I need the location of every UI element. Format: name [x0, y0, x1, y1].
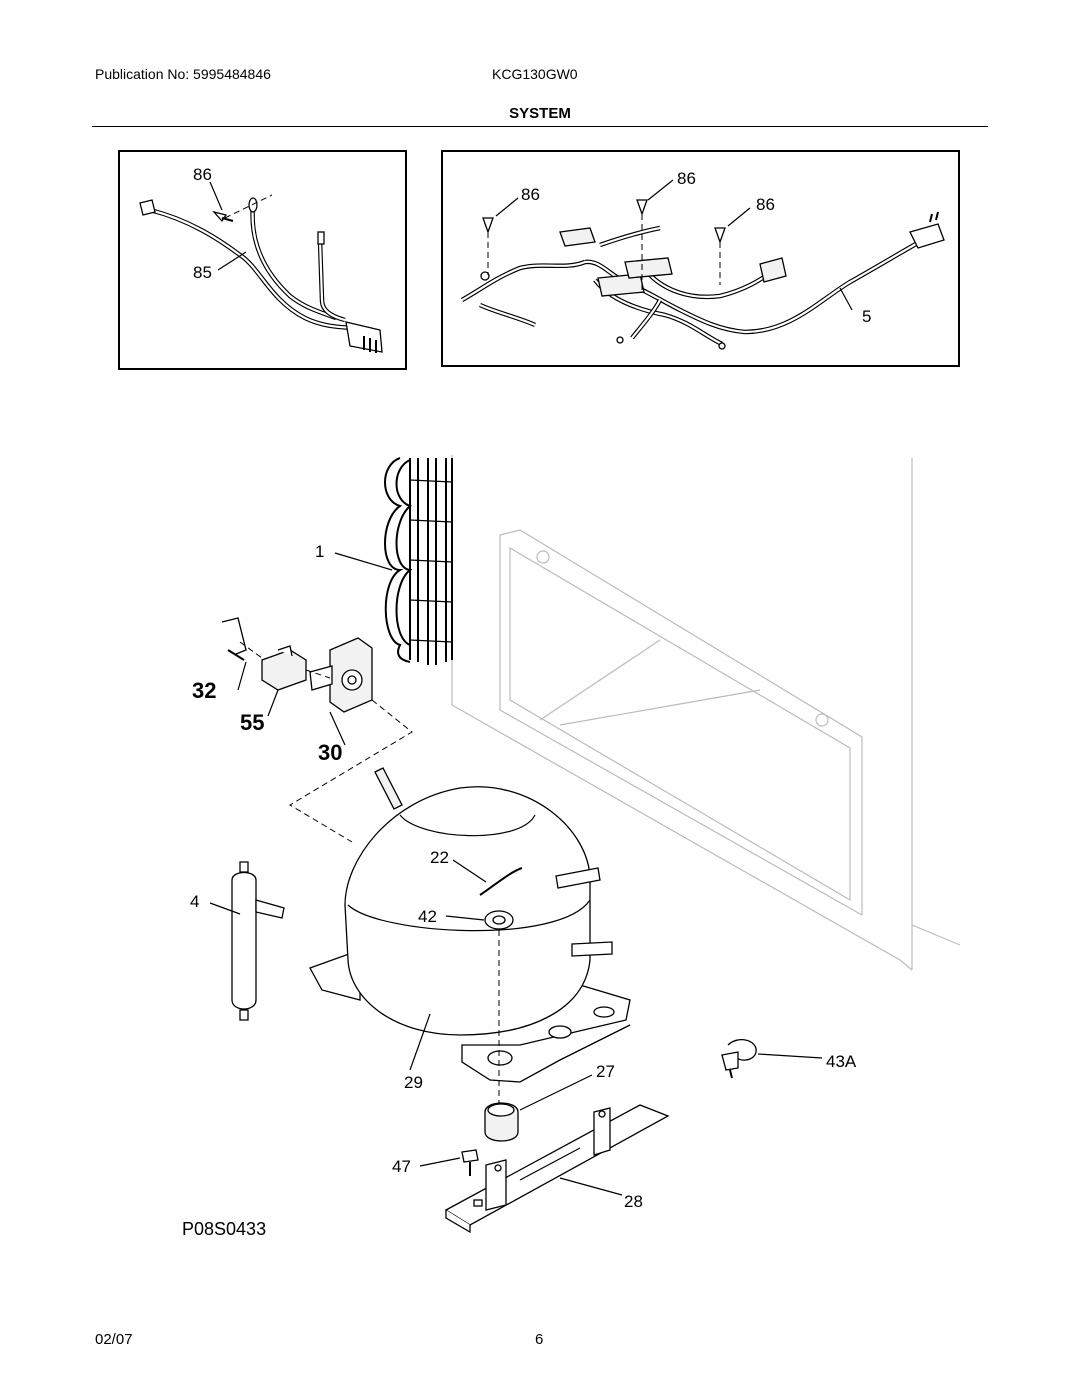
- callout-32: 32: [192, 678, 216, 703]
- callout-42: 42: [418, 907, 437, 926]
- callout-4: 4: [190, 892, 199, 911]
- screws-86-right: [482, 199, 726, 290]
- cabinet-outline: [451, 455, 961, 971]
- clamp-43a: [721, 1039, 757, 1079]
- wire-harness-85: [139, 194, 383, 353]
- filter-drier-4: [231, 861, 285, 1021]
- overload-55: [261, 645, 307, 691]
- section-title: SYSTEM: [509, 105, 571, 122]
- callout-30: 30: [318, 740, 342, 765]
- publication-number: Publication No: 5995484846: [95, 66, 271, 82]
- model-number: KCG130GW0: [492, 66, 578, 82]
- callout-29: 29: [404, 1073, 423, 1092]
- compressor-29: [309, 767, 631, 1120]
- relay-30: [309, 637, 373, 713]
- callout-28: 28: [624, 1192, 643, 1211]
- callout-86-right-b: 86: [677, 169, 696, 188]
- callout-5: 5: [862, 307, 871, 326]
- callout-43a: 43A: [826, 1052, 857, 1071]
- diagram-code: P08S0433: [182, 1219, 266, 1239]
- callout-86-right-c: 86: [756, 195, 775, 214]
- bolt-47: [461, 1149, 479, 1176]
- callout-47: 47: [392, 1157, 411, 1176]
- inset-box-left: [118, 150, 407, 370]
- footer-date: 02/07: [95, 1331, 133, 1348]
- grommet-27: [484, 1102, 519, 1142]
- inset-box-right: [441, 150, 960, 367]
- callout-1: 1: [315, 542, 324, 561]
- callout-86-right-a: 86: [521, 185, 540, 204]
- clip-32: [221, 617, 247, 661]
- page-number: 6: [535, 1331, 544, 1348]
- callout-86-left: 86: [193, 165, 212, 184]
- condenser-coil: [384, 457, 453, 665]
- mounting-bracket-28: [444, 1104, 670, 1234]
- callout-22: 22: [430, 848, 449, 867]
- header-rule: [92, 126, 988, 127]
- screw-86-left: [212, 210, 234, 223]
- callout-55: 55: [240, 710, 264, 735]
- callout-85: 85: [193, 263, 212, 282]
- wire-harness-5: [460, 211, 945, 350]
- callout-27: 27: [596, 1062, 615, 1081]
